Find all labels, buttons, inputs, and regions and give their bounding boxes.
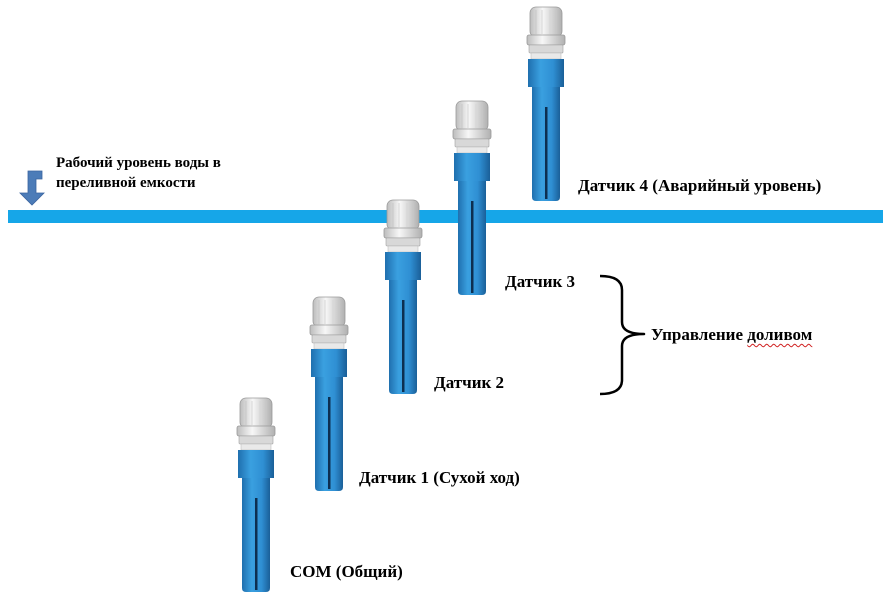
down-arrow-icon bbox=[19, 170, 45, 206]
sensor-probe-2 bbox=[383, 199, 423, 395]
water-level-line2: переливной емкости bbox=[56, 175, 196, 191]
water-level-line1: Рабочий уровень воды в bbox=[56, 155, 221, 171]
sensor-label-3: Датчик 3 bbox=[505, 272, 576, 291]
water-level-label: Рабочий уровень воды в переливной емкост… bbox=[56, 153, 221, 193]
sensor-label-4: Датчик 4 (Аварийный уровень) bbox=[578, 176, 822, 195]
sensor-probe-com bbox=[236, 397, 276, 593]
bracket-label-word1: Управление bbox=[651, 325, 744, 344]
sensor-probe-1 bbox=[309, 296, 349, 492]
curly-brace-icon bbox=[599, 274, 646, 396]
sensor-probe-3 bbox=[452, 100, 492, 296]
bracket-label-word2: доливом bbox=[747, 325, 813, 344]
bracket-label: Управление доливом bbox=[651, 326, 812, 343]
sensor-label-1: Датчик 1 (Сухой ход) bbox=[359, 468, 520, 487]
sensor-label-com: COM (Общий) bbox=[290, 562, 403, 581]
sensor-probe-4 bbox=[526, 6, 566, 202]
sensor-label-2: Датчик 2 bbox=[434, 373, 505, 392]
water-level-line bbox=[8, 210, 883, 223]
